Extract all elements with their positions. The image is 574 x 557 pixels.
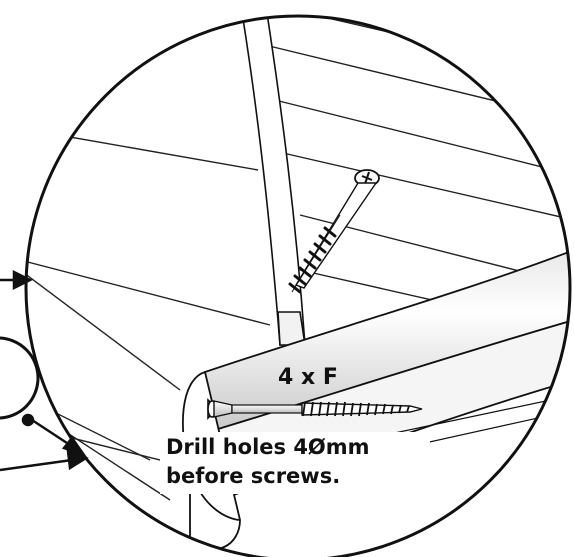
drill-note-line-2: before screws. xyxy=(166,464,341,488)
drill-note-line-1: Drill holes 4Ømm xyxy=(166,435,370,459)
secondary-detail-circle xyxy=(0,336,40,420)
arrow-icon xyxy=(0,269,89,472)
detail-circle-outline xyxy=(24,14,572,557)
screw-f-icon xyxy=(207,398,423,420)
drill-note-box xyxy=(160,432,430,494)
screw-quantity-label: 4 x F xyxy=(278,365,338,390)
screw-icon xyxy=(288,169,380,294)
